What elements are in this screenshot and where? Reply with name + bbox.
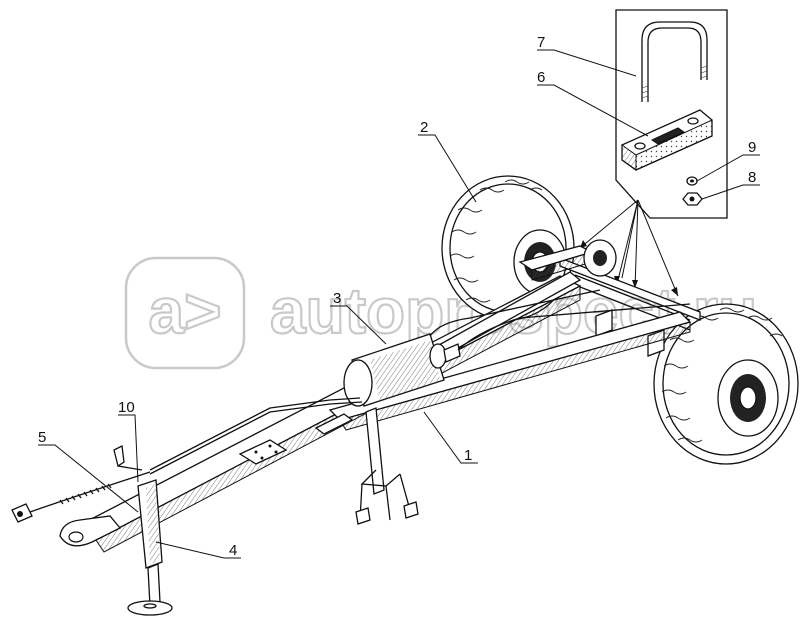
leader-10 [118,414,139,483]
callout-6: 6 [537,69,545,86]
callout-3: 3 [333,290,341,307]
leader-2 [418,134,477,203]
callout-10: 10 [118,399,135,416]
leader-6 [537,84,649,137]
callout-labels: 7 6 2 9 8 3 10 5 1 4 [38,34,756,559]
air-receiver [343,333,461,407]
callout-1: 1 [464,447,472,464]
rear-support-leg [355,407,419,525]
axle-assembly [518,239,701,357]
callout-5: 5 [38,429,46,446]
callout-leaders [38,49,760,559]
clamp-plate-part [621,109,713,171]
detail-inset-frame [615,9,728,219]
leader-3 [330,305,387,345]
leader-5 [38,444,139,513]
right-wheel [653,303,799,465]
leader-7 [537,49,637,77]
support-stand [113,445,173,616]
leader-4 [155,541,241,559]
callout-9: 9 [748,139,756,156]
leader-8 [701,184,760,200]
callout-4: 4 [229,542,237,559]
callout-8: 8 [748,169,756,186]
brake-lines [11,289,691,523]
u-bolt-part [641,21,708,102]
watermark-badge-frame [124,256,246,370]
callout-2: 2 [420,119,428,136]
callout-7: 7 [537,34,545,51]
leader-1 [423,411,478,464]
nut-part [682,192,703,206]
washer-part [686,176,698,186]
leader-9 [696,154,760,182]
watermark-badge-glyph: a> [149,275,222,347]
